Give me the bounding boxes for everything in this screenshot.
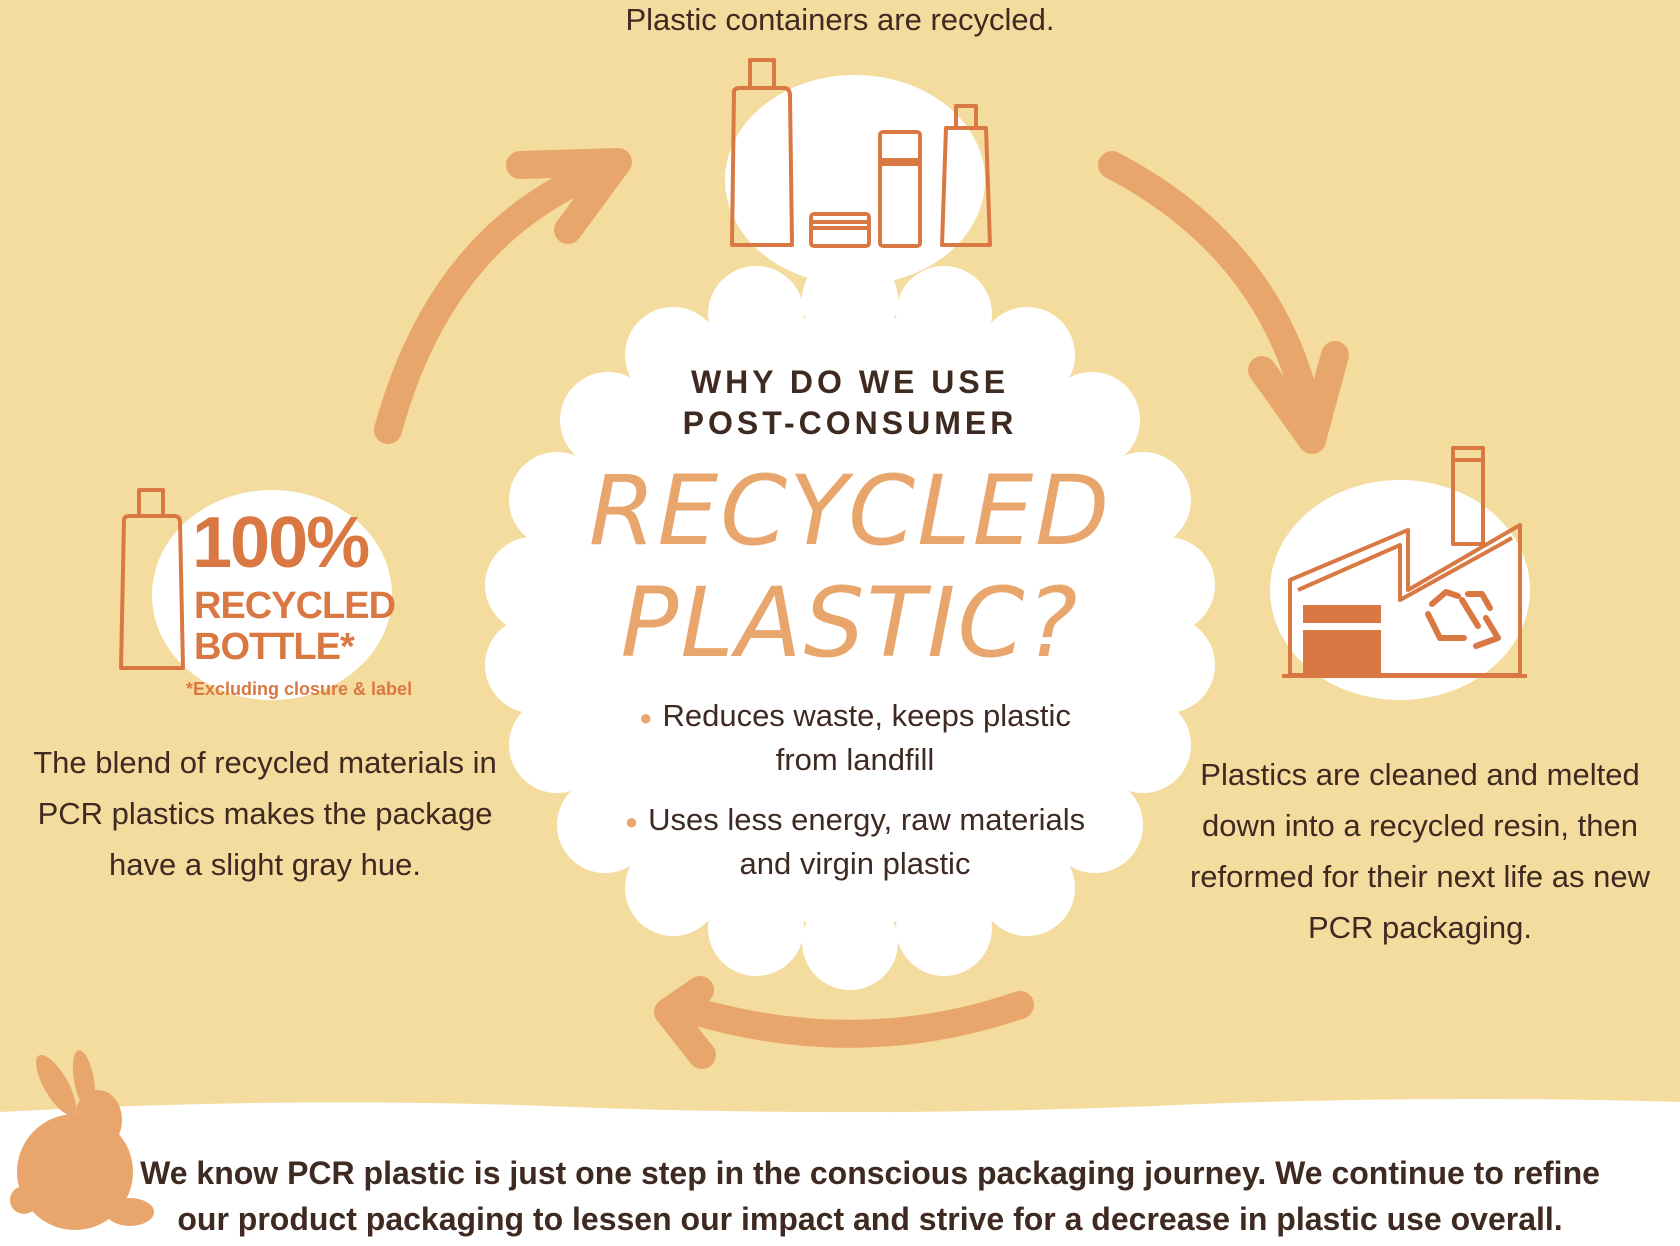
bullet-dot-icon: ● <box>624 808 639 834</box>
bottom-message: We know PCR plastic is just one step in … <box>140 1155 1600 1237</box>
bullet-item: ● Reduces waste, keeps plastic from landf… <box>620 695 1090 781</box>
bullet-text: Reduces waste, keeps plastic from landfi… <box>662 698 1071 777</box>
center-headline: RECYCLED PLASTIC? <box>560 455 1140 679</box>
bottles-icon <box>725 58 992 285</box>
bottom-band <box>0 1098 1680 1246</box>
cycle-arrow-icon <box>374 148 1349 1069</box>
center-question: WHY DO WE USE POST-CONSUMER <box>560 362 1140 444</box>
center-question-line1: WHY DO WE USE <box>690 364 1010 400</box>
factory-icon <box>1270 446 1530 700</box>
badge-note: *Excluding closure & label <box>186 679 413 699</box>
bullet-text: Uses less energy, raw materials and virg… <box>648 801 1086 881</box>
badge-percent: 100% <box>192 503 370 583</box>
left-description: The blend of recycled materials in PCR p… <box>33 745 497 882</box>
badge-line2: BOTTLE* <box>194 626 355 668</box>
center-question-line2: POST-CONSUMER <box>682 405 1018 441</box>
center-headline-line1: RECYCLED <box>588 455 1112 567</box>
top-caption: Plastic containers are recycled. <box>625 2 1055 37</box>
right-description: Plastics are cleaned and melted down int… <box>1189 757 1651 945</box>
badge-line1: RECYCLED <box>194 585 396 627</box>
bullet-dot-icon: ● <box>639 704 653 730</box>
recycle-icon <box>1425 589 1501 649</box>
bunny-icon <box>10 1050 154 1230</box>
bottle-icon <box>119 488 392 700</box>
bullet-item: ● Uses less energy, raw materials and vir… <box>620 799 1090 885</box>
center-bullets: ● Reduces waste, keeps plastic from landf… <box>620 695 1090 903</box>
center-scalloped-badge <box>485 252 1215 990</box>
center-headline-line2: PLASTIC? <box>620 567 1080 679</box>
